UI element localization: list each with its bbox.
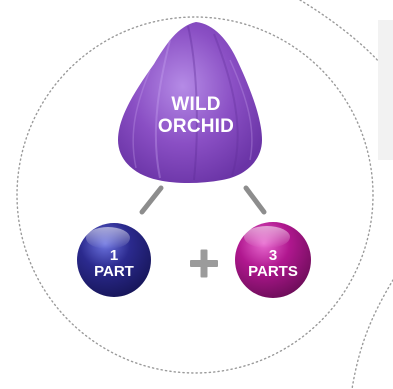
right-ball-word: PARTS (233, 264, 313, 280)
left-ball-word: PART (78, 264, 150, 280)
connector-right (246, 188, 264, 212)
left-ball-label: 1 PART (78, 248, 150, 280)
swatch-label-line1: WILD (132, 94, 260, 116)
connector-left (142, 188, 161, 212)
plus-icon (190, 250, 218, 278)
swatch-label-line2: ORCHID (132, 116, 260, 138)
dotted-arc-bottom (352, 280, 393, 389)
left-ball-number: 1 (78, 248, 150, 264)
right-ball-label: 3 PARTS (233, 248, 313, 280)
swatch-label: WILD ORCHID (132, 94, 260, 138)
right-ball-number: 3 (233, 248, 313, 264)
background-panel (378, 20, 393, 160)
